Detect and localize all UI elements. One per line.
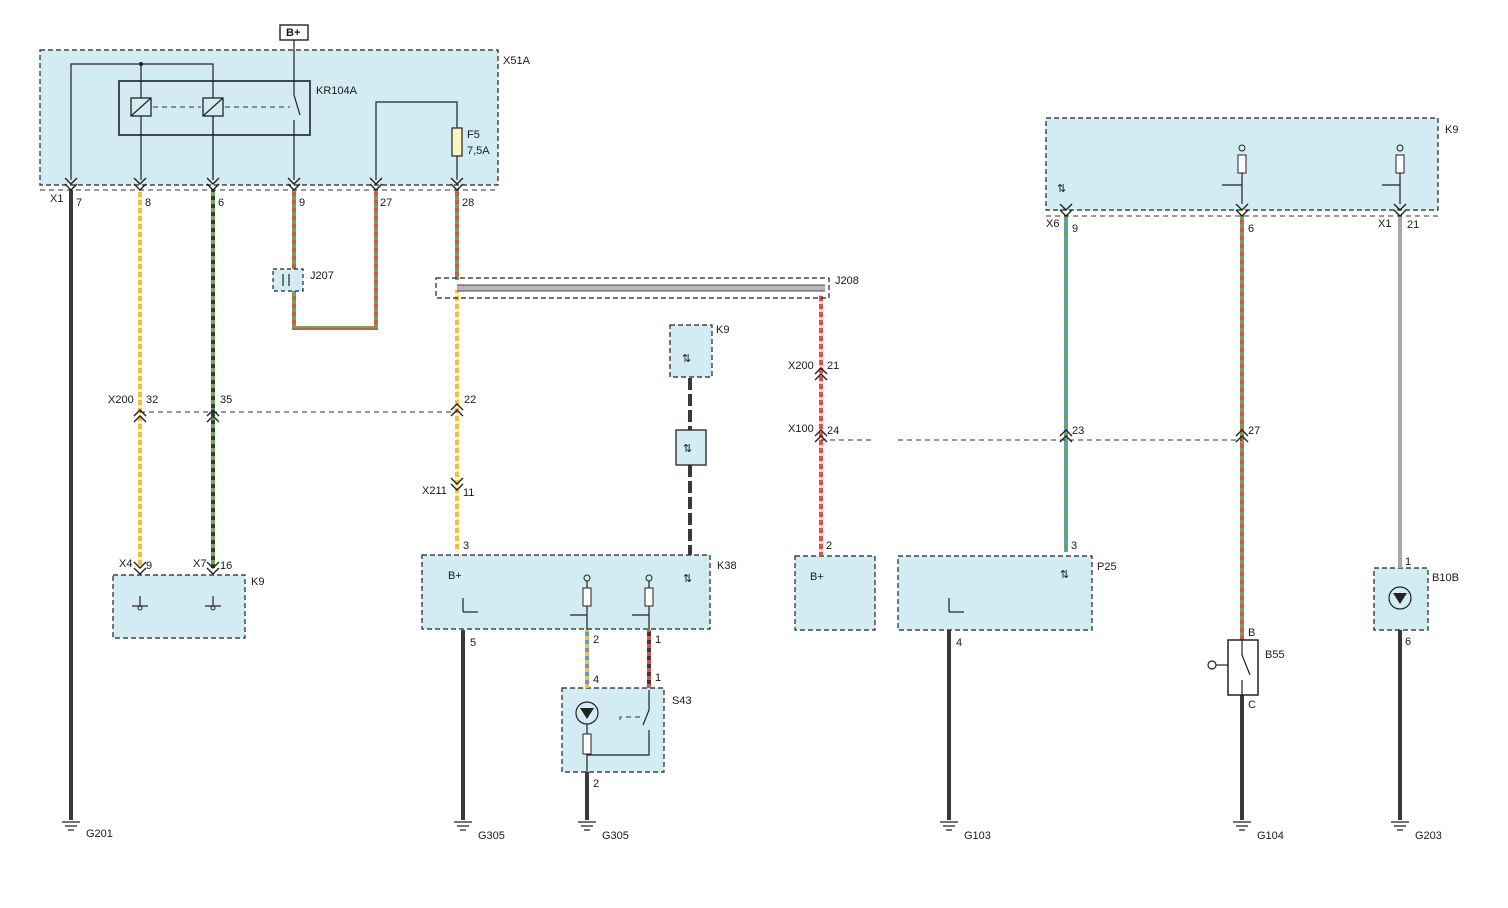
j208-splice bbox=[435, 277, 830, 299]
k38-module bbox=[421, 554, 711, 630]
ground-g201: G201 bbox=[86, 828, 113, 840]
s43-pin-4: 4 bbox=[593, 674, 599, 686]
x211-pin-11: 11 bbox=[463, 487, 474, 499]
x4-label: X4 bbox=[119, 558, 132, 570]
svg-text:⇅: ⇅ bbox=[1057, 183, 1066, 195]
b55-switch bbox=[1227, 639, 1259, 696]
f5-rating: 7,5A bbox=[467, 145, 490, 157]
k38-label: K38 bbox=[717, 560, 737, 572]
k9-top-internals: ⇅ bbox=[1057, 144, 1405, 204]
s43-internals bbox=[575, 690, 650, 772]
k9-pin-21: 21 bbox=[1407, 219, 1419, 231]
x200-pin-22: 22 bbox=[464, 394, 476, 406]
ground-g203: G203 bbox=[1415, 830, 1442, 842]
k9-partial-module bbox=[794, 555, 876, 631]
p25-module bbox=[897, 555, 1093, 631]
f5-label: F5 bbox=[467, 129, 480, 141]
kr104a-label: KR104A bbox=[316, 85, 358, 97]
k9-mid-arrows: ⇅ bbox=[682, 353, 691, 365]
x7-label: X7 bbox=[193, 558, 206, 570]
kr104a-relay-box bbox=[118, 80, 311, 136]
x100-label: X100 bbox=[788, 423, 814, 435]
b10b-pin-1: 1 bbox=[1405, 556, 1411, 568]
x100-pin-27: 27 bbox=[1248, 425, 1260, 437]
b10b-label: B10B bbox=[1432, 572, 1459, 584]
k38-pin-1: 1 bbox=[655, 634, 661, 646]
s43-pin-2: 2 bbox=[593, 778, 599, 790]
fuse-f5 bbox=[451, 127, 463, 157]
p25-pin-4: 4 bbox=[956, 637, 962, 649]
s43-pin-1: 1 bbox=[655, 672, 661, 684]
f5-feed bbox=[375, 101, 458, 180]
x200-label-b: X200 bbox=[788, 360, 814, 372]
k38-internals: ⇅ bbox=[462, 573, 692, 630]
x6-label: X6 bbox=[1046, 218, 1059, 230]
s43-label: S43 bbox=[672, 695, 692, 707]
k38-pin-5: 5 bbox=[470, 637, 476, 649]
pin-28: 28 bbox=[462, 197, 474, 209]
ground-g305-a: G305 bbox=[478, 830, 505, 842]
x211-label: X211 bbox=[422, 485, 447, 497]
connector-chevrons bbox=[64, 177, 1407, 575]
x100-pin-24: 24 bbox=[827, 425, 839, 437]
p25-internals: ⇅ bbox=[948, 569, 1069, 613]
b55-pin-c: C bbox=[1248, 699, 1256, 711]
b55-pin-b: B bbox=[1248, 627, 1255, 639]
k38-bus-arrows: ⇅ bbox=[683, 573, 692, 585]
ground-g305-b: G305 bbox=[602, 830, 629, 842]
can-bus-box bbox=[675, 429, 707, 466]
bplus-label: B+ bbox=[286, 27, 300, 39]
svg-text:⇅: ⇅ bbox=[1060, 569, 1069, 581]
p25-label: P25 bbox=[1097, 561, 1117, 573]
k9-left-switches bbox=[132, 596, 221, 611]
x1-label: X1 bbox=[50, 193, 63, 205]
x200-pin-21: 21 bbox=[827, 360, 839, 372]
k9-left-label: K9 bbox=[251, 576, 264, 588]
wire-j207-loop bbox=[292, 190, 378, 330]
pin-6: 6 bbox=[218, 197, 224, 209]
pin-8: 8 bbox=[145, 197, 151, 209]
x7-pin-16: 16 bbox=[220, 560, 232, 572]
b55-actuator-icon bbox=[1207, 660, 1217, 670]
x200-pin-35: 35 bbox=[220, 394, 232, 406]
j208-label: J208 bbox=[835, 275, 859, 287]
j207-label: J207 bbox=[310, 270, 334, 282]
b55-label: B55 bbox=[1265, 649, 1285, 661]
k38-pin-2: 2 bbox=[593, 634, 599, 646]
pin-27: 27 bbox=[380, 197, 392, 209]
p25-pin-3: 3 bbox=[1071, 540, 1077, 552]
can-bus-arrows: ⇅ bbox=[683, 443, 692, 455]
pin-7: 7 bbox=[76, 197, 82, 209]
x200-label-a: X200 bbox=[108, 394, 134, 406]
k9-partial-pin-2: 2 bbox=[826, 540, 832, 552]
x1-k9-label: X1 bbox=[1378, 218, 1391, 230]
ground-symbols bbox=[62, 821, 1409, 831]
pin-9: 9 bbox=[299, 197, 305, 209]
x4-pin-9: 9 bbox=[146, 560, 152, 572]
j207-splice bbox=[272, 268, 304, 292]
ground-g104: G104 bbox=[1257, 830, 1284, 842]
x200-pin-32: 32 bbox=[146, 394, 158, 406]
k9-mid-label: K9 bbox=[716, 324, 729, 336]
x51a-label: X51A bbox=[503, 55, 531, 67]
ground-g103: G103 bbox=[964, 830, 991, 842]
b55-contact bbox=[1241, 640, 1251, 695]
x51a-module bbox=[39, 49, 499, 186]
k9-pin-6: 6 bbox=[1248, 223, 1254, 235]
k9-mid-module bbox=[669, 324, 713, 378]
k38-bplus: B+ bbox=[448, 570, 462, 582]
relay-switch bbox=[293, 40, 301, 180]
k38-pin-3: 3 bbox=[463, 540, 469, 552]
k9-pin-9: 9 bbox=[1072, 223, 1078, 235]
s43-module bbox=[561, 687, 665, 773]
x100-pin-23: 23 bbox=[1072, 425, 1084, 437]
b10b-pin-6: 6 bbox=[1405, 636, 1411, 648]
k9-partial-bplus: B+ bbox=[810, 571, 824, 583]
k9-top-label: K9 bbox=[1445, 124, 1458, 136]
